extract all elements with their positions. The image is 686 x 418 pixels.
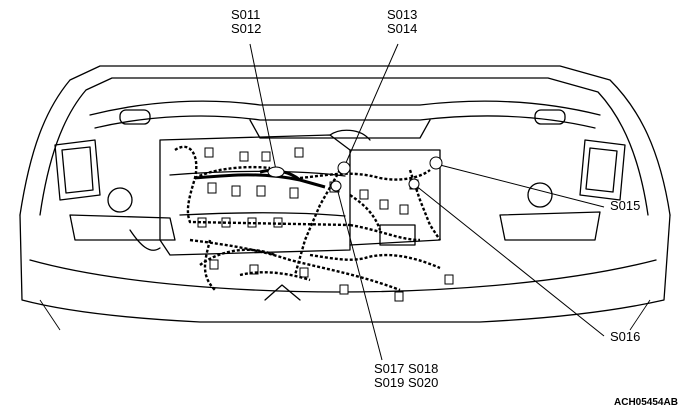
callout-leaders (249, 43, 605, 361)
strut-tower-bar (89, 100, 601, 139)
callout-s017-s020: S017 S018 S019 S020 (374, 361, 439, 390)
vehicle-body-outline (19, 65, 671, 331)
callout-s015: S015 (610, 198, 641, 213)
harness-dashed-runs (174, 145, 441, 292)
harness-connectors (197, 147, 454, 302)
callout-s016: S016 (610, 329, 641, 344)
callout-s013-s014: S013 S014 (387, 7, 418, 36)
left-components (54, 139, 176, 251)
callout-s011-s012: S011 S012 (231, 7, 262, 36)
figure-code: ACH05454AB (614, 397, 678, 408)
right-components (499, 139, 626, 241)
